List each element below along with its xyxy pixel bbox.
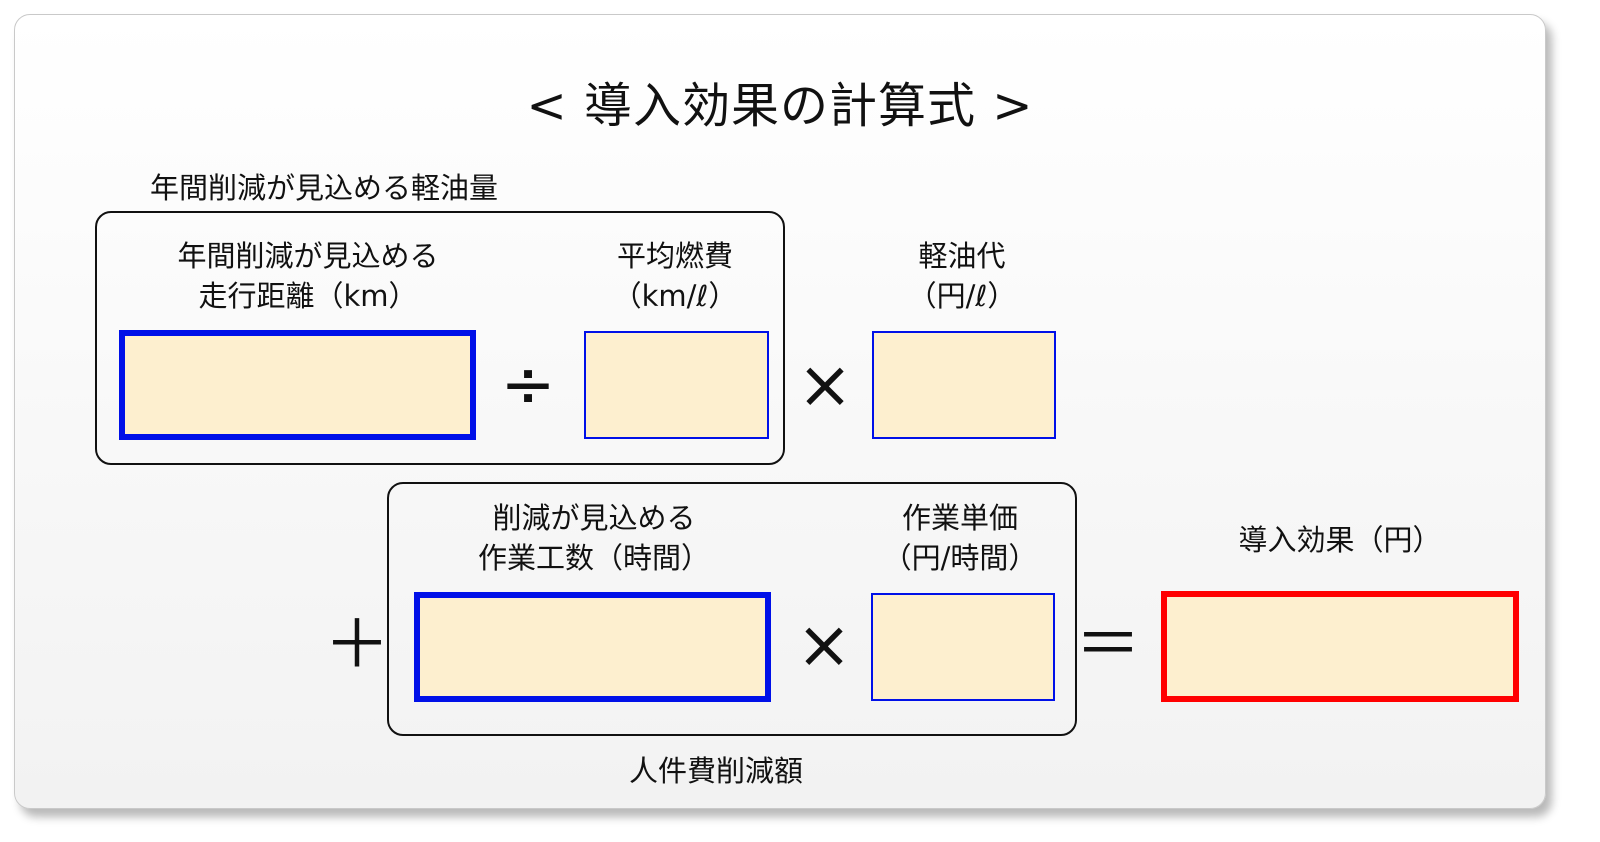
labor-group-label: 人件費削減額 — [629, 754, 804, 788]
distance-input[interactable] — [119, 330, 476, 440]
multiply-operator: × — [796, 606, 852, 683]
result-label: 導入効果（円） — [1238, 523, 1442, 557]
equals-operator: ＝ — [1075, 606, 1141, 683]
labor-group-box — [387, 482, 1077, 736]
hours-input[interactable] — [414, 592, 771, 702]
result-output — [1161, 591, 1519, 702]
distance-label: 年間削減が見込める 走行距離（km） — [177, 239, 439, 313]
multiply-operator: × — [797, 346, 853, 423]
hours-label: 削減が見込める 作業工数（時間） — [477, 501, 710, 575]
unit-price-label: 作業単価 （円/時間） — [882, 501, 1038, 575]
diesel-price-input[interactable] — [872, 331, 1056, 439]
fuel-group-box — [95, 211, 785, 465]
page-title: < 導入効果の計算式 > — [526, 78, 1034, 134]
diesel-price-label: 軽油代 （円/ℓ） — [907, 239, 1017, 313]
unit-price-input[interactable] — [871, 593, 1055, 701]
efficiency-input[interactable] — [584, 331, 769, 439]
fuel-group-label: 年間削減が見込める軽油量 — [150, 171, 499, 205]
efficiency-label: 平均燃費 （km/ℓ） — [612, 239, 738, 313]
divide-operator: ÷ — [500, 346, 556, 423]
plus-operator: ＋ — [324, 606, 390, 683]
